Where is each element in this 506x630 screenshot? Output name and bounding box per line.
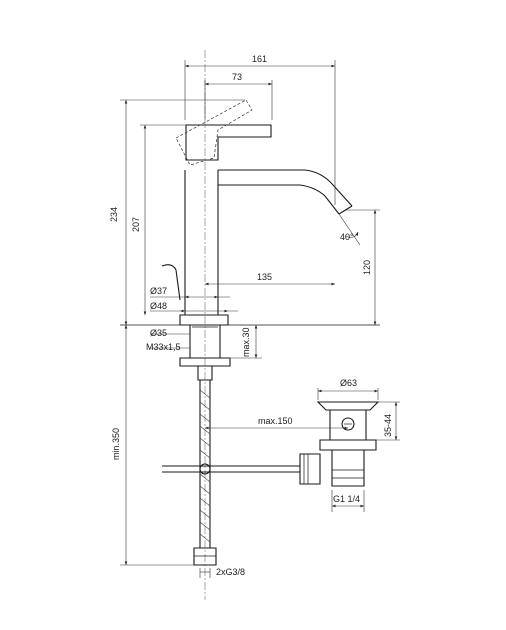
dim-dia-48: Ø48 [150, 301, 167, 311]
dim-35-44: 35-44 [383, 414, 393, 437]
dim-thread-m33: M33x1,5 [146, 342, 181, 352]
dim-161: 161 [252, 54, 267, 64]
dim-max-30: max.30 [241, 327, 251, 357]
dim-207: 207 [131, 217, 141, 232]
dim-dia-37: Ø37 [150, 286, 167, 296]
flexible-hose [193, 380, 217, 566]
dim-hose-2xg38: 2xG3/8 [216, 567, 245, 577]
dim-135: 135 [257, 272, 272, 282]
popup-link-rod [162, 463, 300, 475]
dim-234: 234 [109, 207, 119, 222]
dim-dia-63: Ø63 [340, 378, 357, 388]
waste-valve [299, 401, 380, 487]
dimension-lines [120, 60, 400, 578]
dim-40-degrees: 40° [340, 232, 354, 242]
dim-thread-g1: G1 1/4 [333, 494, 360, 504]
dim-max-150: max.150 [258, 416, 293, 426]
faucet-body [179, 124, 353, 326]
popup-rod [161, 264, 181, 301]
dim-min-350: min.350 [111, 428, 121, 460]
mounting-shank [179, 325, 231, 381]
dim-120: 120 [362, 260, 372, 275]
dim-dia-35: Ø35 [150, 328, 167, 338]
dim-73: 73 [232, 72, 242, 82]
handle-alt-position [175, 99, 253, 166]
